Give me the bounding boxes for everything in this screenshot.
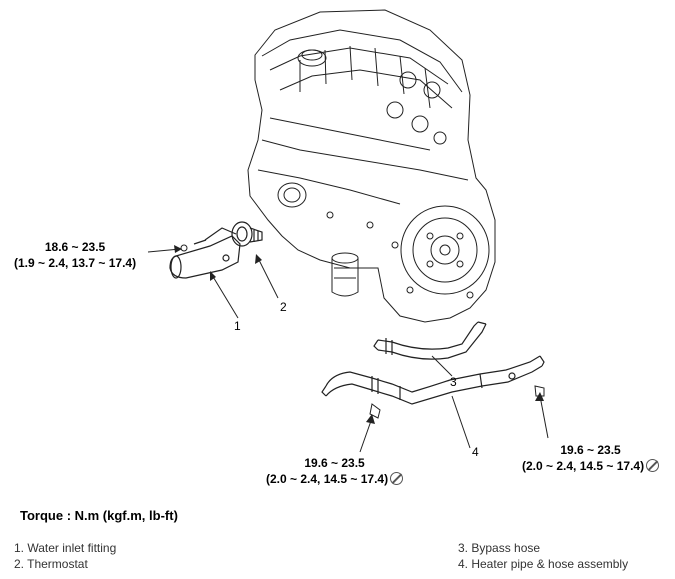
thermostat (231, 221, 263, 247)
torque-spec-2-range-row: (2.0 ~ 2.4, 14.5 ~ 17.4) (266, 471, 404, 487)
bypass-hose (373, 321, 487, 360)
water-inlet-fitting (169, 227, 241, 279)
legend-item-2: 2. Thermostat (14, 557, 88, 571)
engine-block (247, 9, 496, 323)
engine-exploded-diagram: 1 2 3 4 (147, 9, 549, 459)
torque-unit-label: Torque : N.m (kgf.m, lb-ft) (20, 508, 178, 523)
torque-spec-3-value: 19.6 ~ 23.5 (560, 443, 621, 457)
fitting-bolt (180, 244, 188, 252)
no-reuse-icon (390, 472, 404, 485)
callout-4: 4 (472, 445, 479, 459)
torque-spec-2-value: 19.6 ~ 23.5 (304, 456, 365, 470)
leader-lines (147, 248, 549, 453)
torque-spec-1-value: 18.6 ~ 23.5 (44, 240, 106, 254)
callout-3: 3 (450, 375, 457, 389)
callout-2: 2 (280, 300, 287, 314)
torque-spec-2-range: (2.0 ~ 2.4, 14.5 ~ 17.4) (266, 472, 389, 486)
torque-spec-1-range: (1.9 ~ 2.4, 13.7 ~ 17.4) (14, 256, 137, 270)
legend-item-1: 1. Water inlet fitting (14, 541, 117, 555)
torque-spec-heater-pipe-right: 19.6 ~ 23.5 (2.0 ~ 2.4, 14.5 ~ 17.4) (522, 442, 660, 474)
legend-item-3: 3. Bypass hose (458, 541, 541, 555)
no-reuse-icon (646, 459, 660, 472)
legend-item-4: 4. Heater pipe & hose assembly (458, 557, 629, 571)
torque-spec-3-range-row: (2.0 ~ 2.4, 14.5 ~ 17.4) (522, 458, 660, 474)
torque-spec-3-range: (2.0 ~ 2.4, 14.5 ~ 17.4) (522, 459, 645, 473)
callout-1: 1 (234, 319, 241, 333)
legend-left: 1. Water inlet fitting 2. Thermostat (14, 540, 116, 572)
torque-spec-heater-pipe-left: 19.6 ~ 23.5 (2.0 ~ 2.4, 14.5 ~ 17.4) (266, 455, 404, 487)
arrowheads (174, 245, 544, 424)
torque-spec-water-inlet: 18.6 ~ 23.5 (1.9 ~ 2.4, 13.7 ~ 17.4) (14, 239, 136, 271)
heater-pipe-bolts (369, 385, 545, 419)
legend-right: 3. Bypass hose 4. Heater pipe & hose ass… (458, 540, 628, 572)
heater-pipe-assembly (321, 355, 545, 405)
